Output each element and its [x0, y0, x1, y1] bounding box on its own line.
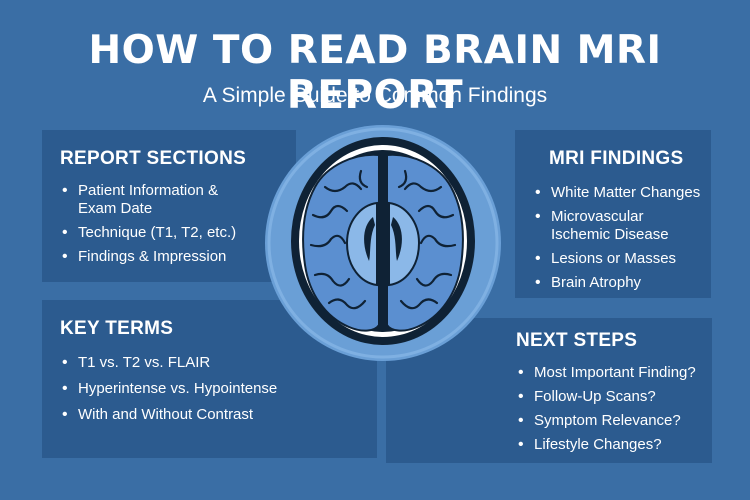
mri-findings-card: MRI FINDINGS White Matter Changes Microv…	[515, 130, 711, 298]
key-terms-card: KEY TERMS T1 vs. T2 vs. FLAIR Hyperinten…	[42, 300, 377, 458]
mri-findings-heading: MRI FINDINGS	[549, 148, 684, 169]
key-terms-list: T1 vs. T2 vs. FLAIR Hyperintense vs. Hyp…	[60, 354, 377, 424]
key-terms-heading: KEY TERMS	[60, 318, 174, 339]
page-subtitle: A Simple Guide to Common Findings	[202, 84, 548, 107]
list-item: With and Without Contrast	[60, 406, 377, 424]
list-item: Lifestyle Changes?	[516, 436, 712, 454]
report-sections-heading: REPORT SECTIONS	[60, 148, 247, 169]
report-sections-list: Patient Information & Exam Date Techniqu…	[60, 182, 296, 266]
page-title: HOW TO READ BRAIN MRI REPORT	[88, 28, 662, 118]
list-item: Microvascular Ischemic Disease	[533, 208, 681, 244]
next-steps-heading: NEXT STEPS	[516, 330, 638, 351]
report-sections-card: REPORT SECTIONS Patient Information & Ex…	[42, 130, 296, 282]
mri-findings-list: White Matter Changes Microvascular Ische…	[533, 184, 711, 292]
list-item: T1 vs. T2 vs. FLAIR	[60, 354, 377, 372]
next-steps-card: NEXT STEPS Most Important Finding? Follo…	[386, 318, 712, 463]
brain-mri-icon	[265, 125, 501, 361]
list-item: Lesions or Masses	[533, 250, 711, 268]
list-item: Symptom Relevance?	[516, 412, 712, 430]
brain-illustration	[265, 125, 501, 361]
list-item: White Matter Changes	[533, 184, 711, 202]
list-item: Follow-Up Scans?	[516, 388, 712, 406]
list-item: Findings & Impression	[60, 248, 296, 266]
list-item: Brain Atrophy	[533, 274, 711, 292]
next-steps-list: Most Important Finding? Follow-Up Scans?…	[516, 364, 712, 454]
list-item: Patient Information & Exam Date	[60, 182, 238, 218]
list-item: Most Important Finding?	[516, 364, 712, 382]
list-item: Hyperintense vs. Hypointense	[60, 380, 377, 398]
list-item: Technique (T1, T2, etc.)	[60, 224, 296, 242]
